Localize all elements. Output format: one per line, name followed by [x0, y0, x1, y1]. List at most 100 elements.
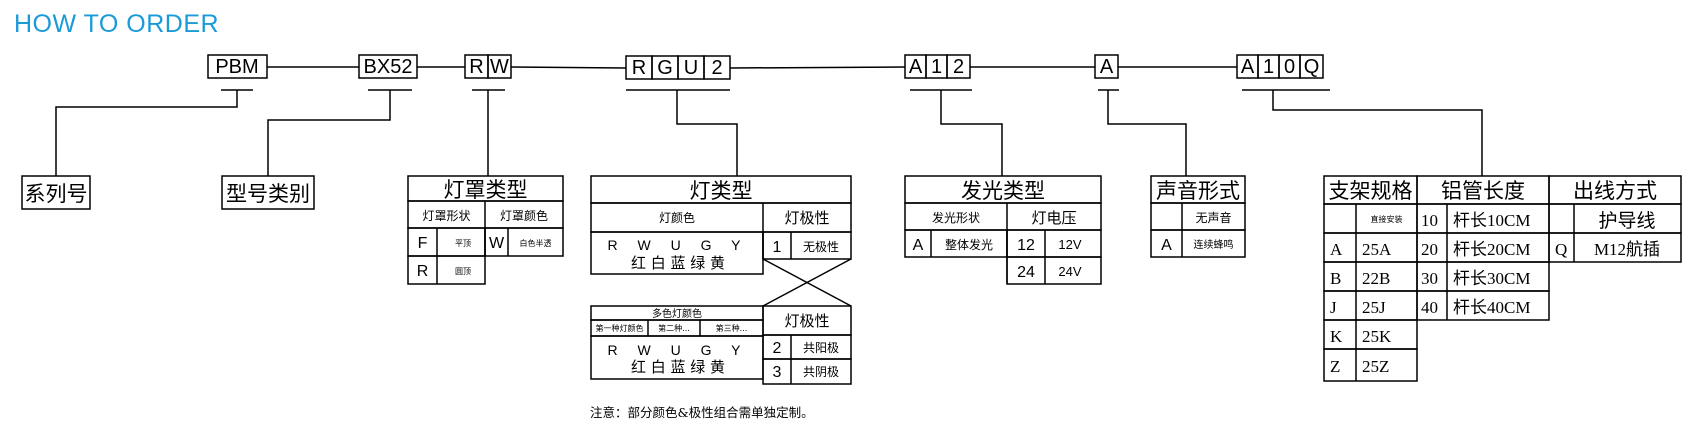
glow-shape-header: 发光形状: [932, 210, 980, 225]
connector-line: [510, 66, 627, 69]
bracket-code-b: B: [1330, 269, 1341, 288]
series-label: 系列号: [25, 182, 88, 206]
footnote: 注意：部分颜色&极性组合需单独定制。: [590, 405, 814, 420]
bracket-code-k: K: [1330, 327, 1343, 346]
cover-title: 灯罩类型: [444, 178, 528, 202]
bracket-spec-a: 25A: [1362, 240, 1392, 259]
sound-none: 无声音: [1195, 210, 1231, 225]
length-code-10: 10: [1421, 211, 1438, 230]
sound-desc: 连续蜂鸣: [1194, 238, 1234, 251]
code-glow-2: 1: [931, 56, 942, 78]
bracket-spec-k: 25K: [1362, 327, 1392, 346]
code-cover-2: W: [490, 56, 509, 78]
code-cell: [1299, 54, 1324, 79]
code-model: BX52: [364, 56, 413, 78]
multi-desc-2: 共阳极: [803, 341, 839, 355]
bracket-spec-z: 25Z: [1362, 357, 1389, 376]
bracket-header: 支架规格: [1329, 179, 1413, 203]
length-desc-10: 杆长10CM: [1453, 211, 1530, 230]
bracket-spec-j: 25J: [1362, 298, 1386, 317]
multi-colors: 红 白 蓝 绿 黄: [631, 358, 725, 376]
cover-color-header: 灯罩颜色: [500, 208, 548, 223]
code-cell: [703, 55, 731, 80]
glow-v-desc-24: 24V: [1058, 264, 1081, 279]
bracket-spec-b: 22B: [1362, 269, 1390, 288]
multi-polarity-header: 灯极性: [784, 312, 829, 330]
cover-code-r: R: [417, 263, 429, 280]
code-light-3: U: [684, 57, 698, 79]
sound-type-table: 声音形式 无声音 A 连续蜂鸣: [1150, 175, 1246, 258]
light-type-table: 灯类型 灯颜色 灯极性 R W U G Y 红 白 蓝 绿 黄 1 无极性: [590, 175, 852, 307]
multi-sub2: 第二种...: [658, 323, 690, 333]
glow-voltage-header: 灯电压: [1031, 209, 1076, 227]
multi-sub1: 第一种灯颜色: [596, 323, 644, 333]
code-light-4: 2: [711, 57, 722, 79]
light-letters: R W U G Y: [608, 237, 749, 253]
outlet-header: 出线方式: [1573, 179, 1657, 203]
sound-title: 声音形式: [1156, 179, 1240, 203]
leader-lines: [55, 89, 1483, 176]
bracket-code-j: J: [1330, 298, 1337, 317]
length-code-20: 20: [1421, 240, 1438, 259]
cover-desc-flat: 平顶: [455, 239, 471, 248]
light-pol-code: 1: [773, 239, 782, 256]
glow-v-desc-12: 12V: [1058, 237, 1081, 252]
code-glow-3: 2: [953, 56, 964, 78]
length-desc-30: 杆长30CM: [1453, 269, 1530, 288]
code-light-1: R: [632, 57, 646, 79]
cover-desc-round: 圆顶: [455, 267, 471, 276]
model-label: 型号类别: [226, 182, 310, 206]
code-box-model: [358, 54, 418, 79]
multi-sub3: 第三种...: [716, 323, 748, 333]
cover-color-desc: 白色半透: [520, 238, 552, 248]
glow-v-code-12: 12: [1017, 237, 1035, 254]
multi-color-table: 多色灯颜色 第一种灯颜色 第二种... 第三种... R W U G Y 红 白…: [590, 305, 852, 385]
glow-type-table: 发光类型 发光形状 灯电压 A 整体发光 12 12V 24 24V: [904, 175, 1102, 285]
code-bracket-1: A: [1241, 56, 1255, 78]
glow-shape-code: A: [913, 237, 924, 254]
bracket-code-z: Z: [1330, 357, 1340, 376]
light-pol-desc: 无极性: [803, 240, 839, 254]
cover-type-table: 灯罩类型 灯罩形状 灯罩颜色 F 平顶 W 白色半透 R 圆顶: [407, 175, 564, 285]
light-color-header: 灯颜色: [659, 210, 695, 225]
code-series: PBM: [215, 56, 258, 78]
code-bracket-2: 1: [1263, 56, 1274, 78]
code-cell: [1094, 54, 1119, 79]
connector-line: [729, 66, 906, 69]
multi-desc-3: 共阴极: [803, 365, 839, 379]
light-polarity-header: 灯极性: [784, 209, 829, 227]
outlet-desc-q: M12航插: [1594, 240, 1660, 259]
outlet-code-q: Q: [1555, 240, 1567, 259]
bracket-table: 支架规格 铝管长度 出线方式 直接安装 A 25A B 22B J 25J K …: [1323, 175, 1682, 382]
length-desc-40: 杆长40CM: [1453, 298, 1530, 317]
code-sound: A: [1100, 56, 1114, 78]
code-cell: [487, 54, 512, 79]
bracket-code-a: A: [1330, 240, 1343, 259]
length-desc-20: 杆长20CM: [1453, 240, 1530, 259]
length-code-40: 40: [1421, 298, 1438, 317]
code-box-series: [207, 54, 268, 79]
model-label-box: [221, 175, 315, 210]
cover-color-code: W: [489, 235, 505, 252]
sound-code: A: [1161, 237, 1172, 254]
code-bracket-3: 0: [1284, 56, 1295, 78]
light-colors: 红 白 蓝 绿 黄: [631, 254, 725, 272]
glow-shape-desc: 整体发光: [945, 237, 993, 252]
cover-shape-header: 灯罩形状: [422, 209, 470, 223]
multi-code-3: 3: [773, 364, 782, 381]
outlet-desc-1: 护导线: [1598, 210, 1655, 232]
bracket-direct: 直接安装: [1371, 214, 1403, 224]
glow-title: 发光类型: [961, 179, 1045, 203]
code-bracket-4: Q: [1304, 56, 1320, 78]
multi-title: 多色灯颜色: [652, 307, 702, 320]
code-cover-1: R: [469, 56, 483, 78]
series-label-box: [21, 175, 91, 210]
glow-v-code-24: 24: [1017, 264, 1035, 281]
code-light-2: G: [657, 57, 673, 79]
multi-letters: R W U G Y: [608, 342, 749, 358]
multi-code-2: 2: [773, 340, 782, 357]
code-cell: [946, 54, 971, 79]
length-code-30: 30: [1421, 269, 1438, 288]
code-glow-1: A: [909, 56, 923, 78]
